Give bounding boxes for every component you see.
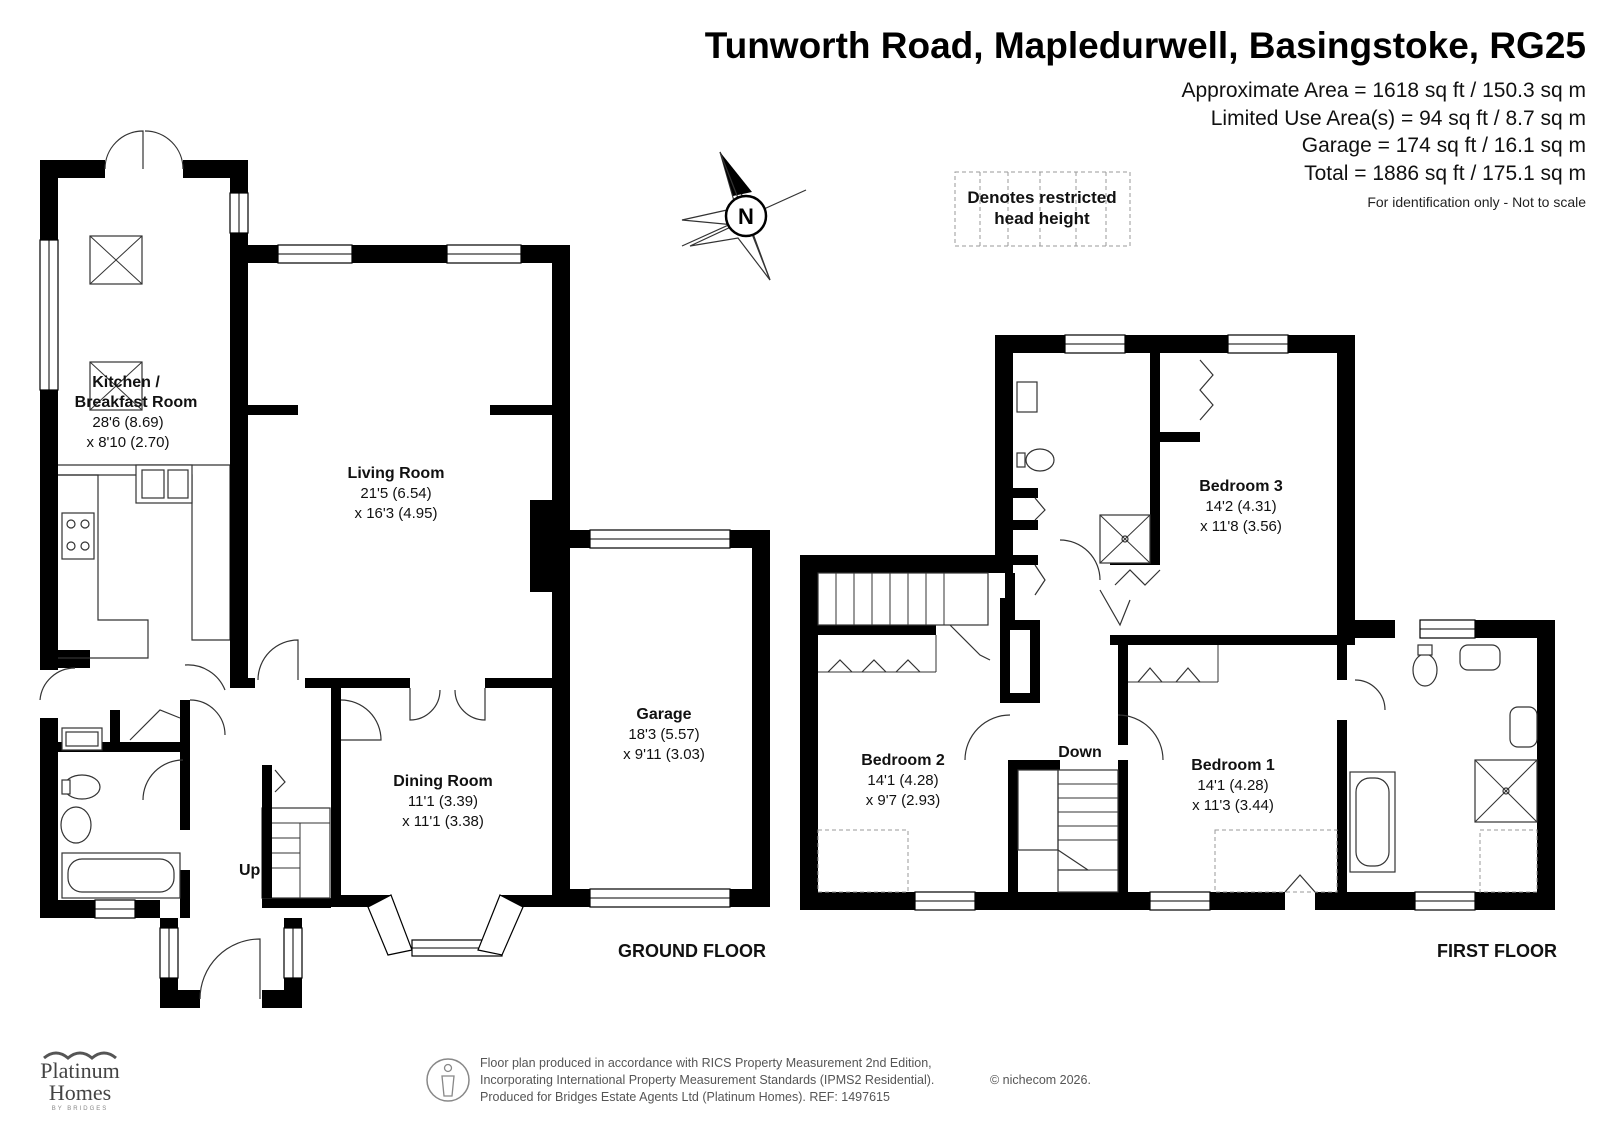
living-room-dim-1: 21'5 (6.54) xyxy=(360,485,431,502)
first-floor-plan xyxy=(800,334,1555,911)
garage-dim-2: x 9'11 (3.03) xyxy=(623,746,705,763)
footer-copyright: © nichecom 2026. xyxy=(990,1073,1091,1087)
ground-floor-label: GROUND FLOOR xyxy=(618,941,766,961)
bedroom-3-name: Bedroom 3 xyxy=(1199,478,1283,495)
compass-rose-icon: N xyxy=(681,151,807,281)
dining-room-name: Dining Room xyxy=(393,773,493,790)
bedroom-2-dim-1: 14'1 (4.28) xyxy=(867,772,938,789)
stairs-down-label: Down xyxy=(1058,744,1102,761)
dining-room-dim-1: 11'1 (3.39) xyxy=(408,793,478,810)
area-approximate: Approximate Area = 1618 sq ft / 150.3 sq… xyxy=(1182,79,1587,102)
kitchen-dim-1: 28'6 (8.69) xyxy=(92,414,163,431)
ground-floor-plan xyxy=(39,130,770,1008)
kitchen-room-name-1: Kitchen / xyxy=(92,374,160,391)
bedroom-3-dim-2: x 11'8 (3.56) xyxy=(1200,518,1282,535)
rics-person-icon xyxy=(426,1058,470,1102)
first-floor-label: FIRST FLOOR xyxy=(1437,941,1557,961)
logo-line-2: Homes xyxy=(49,1080,111,1105)
bedroom-1-name: Bedroom 1 xyxy=(1191,757,1275,774)
dining-room-dim-2: x 11'1 (3.38) xyxy=(402,813,484,830)
bedroom-2-dim-2: x 9'7 (2.93) xyxy=(866,792,941,809)
living-room-dim-2: x 16'3 (4.95) xyxy=(355,505,438,522)
footer-line-2: Incorporating International Property Mea… xyxy=(480,1073,934,1087)
living-room-name: Living Room xyxy=(348,465,445,482)
platinum-homes-logo: Platinum Homes BY BRIDGES xyxy=(40,1051,120,1112)
legend-line-1: Denotes restricted xyxy=(967,188,1116,207)
area-total: Total = 1886 sq ft / 175.1 sq m xyxy=(1304,162,1586,185)
footer-line-1: Floor plan produced in accordance with R… xyxy=(480,1056,932,1070)
legend-line-2: head height xyxy=(994,209,1090,228)
area-garage: Garage = 174 sq ft / 16.1 sq m xyxy=(1302,134,1586,157)
bedroom-3-dim-1: 14'2 (4.31) xyxy=(1205,498,1276,515)
address-title: Tunworth Road, Mapledurwell, Basingstoke… xyxy=(705,25,1586,66)
footer-line-3: Produced for Bridges Estate Agents Ltd (… xyxy=(480,1090,890,1104)
logo-line-1: Platinum xyxy=(40,1058,119,1083)
compass-north-label: N xyxy=(738,204,754,229)
not-to-scale-note: For identification only - Not to scale xyxy=(1367,194,1586,210)
kitchen-room-name-2: Breakfast Room xyxy=(75,394,198,411)
bedroom-1-dim-2: x 11'3 (3.44) xyxy=(1192,797,1274,814)
bedroom-2-name: Bedroom 2 xyxy=(861,752,945,769)
kitchen-dim-2: x 8'10 (2.70) xyxy=(87,434,170,451)
stairs-up-label: Up xyxy=(239,862,261,879)
restricted-height-legend: Denotes restricted head height xyxy=(954,171,1131,247)
garage-dim-1: 18'3 (5.57) xyxy=(628,726,699,743)
area-limited-use: Limited Use Area(s) = 94 sq ft / 8.7 sq … xyxy=(1211,107,1586,130)
bedroom-1-dim-1: 14'1 (4.28) xyxy=(1197,777,1268,794)
logo-line-3: BY BRIDGES xyxy=(52,1106,109,1112)
garage-room-name: Garage xyxy=(636,706,691,723)
